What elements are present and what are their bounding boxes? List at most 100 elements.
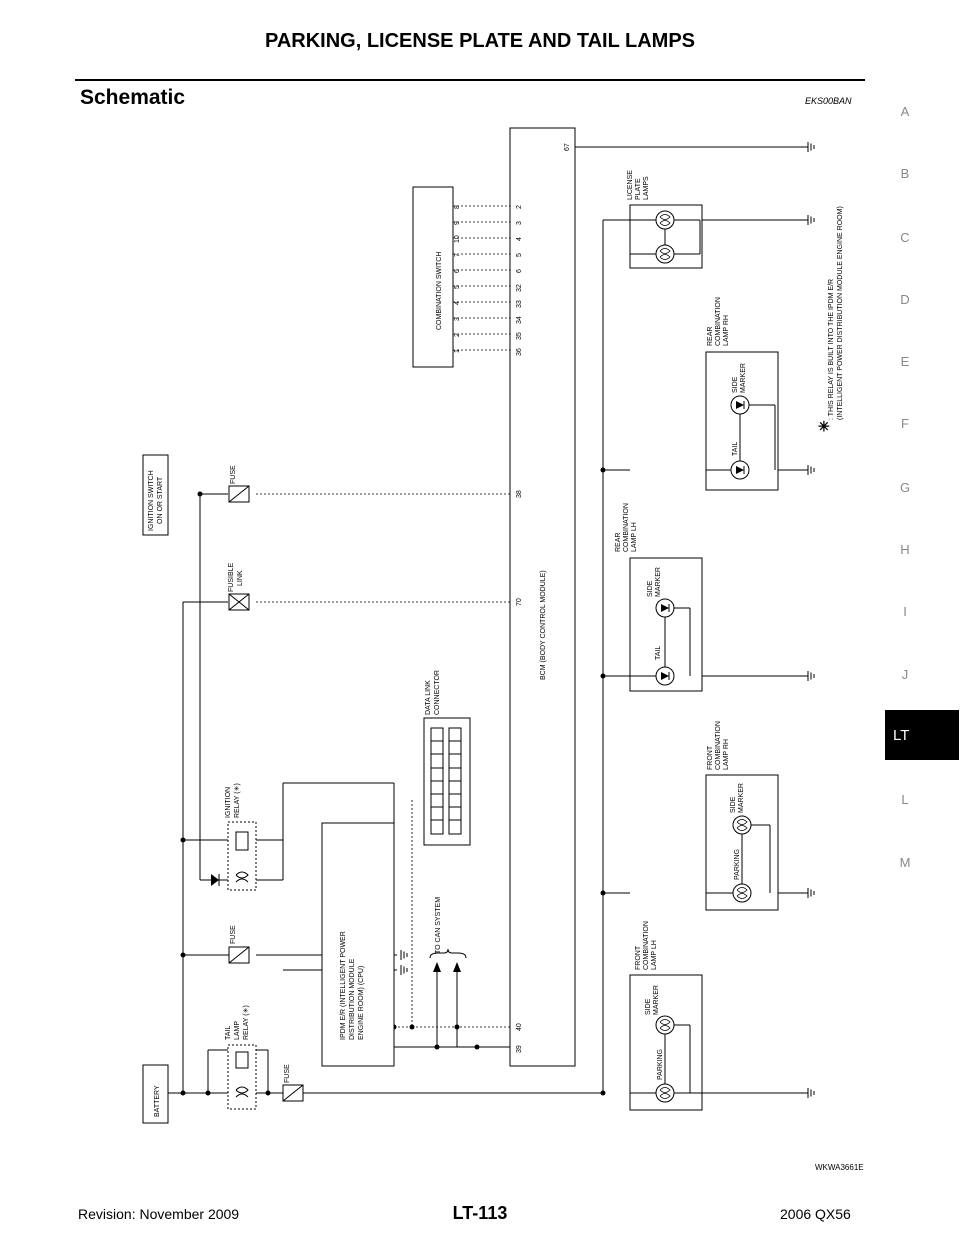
can-arrow-icon (453, 962, 461, 972)
footer-model: 2006 QX56 (780, 1206, 851, 1222)
svg-text:34: 34 (516, 316, 523, 324)
rear-lh-tail: TAIL (655, 646, 662, 660)
front-rh-marker: MARKER (738, 783, 745, 813)
front-lh-label-3: LAMP LH (651, 940, 658, 970)
bcm-pin-40: 40 (516, 1023, 523, 1031)
page-title: PARKING, LICENSE PLATE AND TAIL LAMPS (264, 30, 695, 52)
nav-item-l[interactable]: L (901, 792, 909, 807)
tail-relay-label-1: TAIL (225, 1026, 232, 1040)
svg-text:7: 7 (454, 253, 461, 257)
fusible-link-label-2: LINK (237, 570, 244, 586)
section-code: EKS00BAN (805, 96, 852, 106)
bcm-label: BCM (BODY CONTROL MODULE) (540, 570, 547, 680)
nav-item-i[interactable]: I (903, 604, 907, 619)
front-rh-label-2: COMBINATION (715, 721, 722, 770)
combination-switch-label: COMBINATION SWITCH (436, 252, 443, 330)
nav-item-m[interactable]: M (899, 855, 911, 870)
svg-text:6: 6 (516, 269, 523, 273)
ignition-relay-label-1: IGNITION (225, 787, 232, 818)
svg-text:32: 32 (516, 284, 523, 292)
nav-item-a[interactable]: A (900, 104, 910, 119)
fuse-label-2: FUSE (230, 925, 237, 944)
nav-item-h[interactable]: H (900, 542, 910, 557)
nav-item-lt-active[interactable]: LT (885, 710, 959, 760)
rear-lh-side: SIDE (647, 580, 654, 597)
ignition-switch-label-1: IGNITION SWITCH (148, 470, 155, 531)
footer-revision: Revision: November 2009 (78, 1206, 240, 1222)
fuse-label-3: FUSE (284, 1064, 291, 1083)
ipdm-label-2: DISTRIBUTION MODULE (349, 958, 356, 1040)
front-rh-label-1: FRONT (707, 745, 714, 770)
svg-text:5: 5 (516, 253, 523, 257)
ignition-relay-label-2: RELAY (✳) (233, 783, 241, 818)
footer-page-number: LT-113 (452, 1203, 508, 1223)
ipdm-label-1: IPDM E/R (INTELLIGENT POWER (340, 931, 347, 1040)
section-title: Schematic (80, 86, 186, 109)
battery-box (142, 1064, 169, 1124)
rear-rh-label-3: LAMP RH (723, 315, 730, 346)
nav-item-j[interactable]: J (901, 667, 909, 682)
svg-text:2: 2 (454, 333, 461, 337)
svg-text:35: 35 (516, 332, 523, 340)
data-link-label-2: CONNECTOR (434, 670, 441, 715)
license-label-1: LICENSE (627, 170, 634, 200)
ignition-switch-box (142, 454, 169, 536)
nav-item-d[interactable]: D (900, 292, 910, 307)
fuse-symbols (228, 485, 304, 1102)
data-link-label-1: DATA LINK (425, 680, 432, 715)
rear-rh-marker: MARKER (740, 363, 747, 393)
front-lh-parking: PARKING (657, 1049, 664, 1080)
nav-item-f[interactable]: F (901, 416, 909, 431)
front-lh-side: SIDE (645, 998, 652, 1015)
tail-relay-label-3: RELAY (✳) (242, 1005, 250, 1040)
rear-lh-label-2: COMBINATION (623, 503, 630, 552)
fuse-label-1: FUSE (230, 465, 237, 484)
bcm-pin-70: 70 (516, 598, 523, 606)
can-label: TO CAN SYSTEM (435, 897, 442, 954)
nav-item-g[interactable]: G (899, 480, 911, 495)
svg-text:3: 3 (516, 221, 523, 225)
nav-item-b[interactable]: B (900, 166, 910, 181)
wiring-solid (168, 146, 808, 1094)
ipdm-box (321, 822, 395, 1067)
bcm-pin-67: 67 (564, 143, 571, 151)
nav-item-c[interactable]: C (900, 230, 910, 245)
svg-text:8: 8 (454, 205, 461, 209)
svg-text:36: 36 (516, 348, 523, 356)
svg-text:3: 3 (454, 317, 461, 321)
front-lh-label-2: COMBINATION (643, 921, 650, 970)
combination-switch-box (412, 186, 454, 368)
rear-lh-label-1: REAR (615, 533, 622, 552)
front-rh-side: SIDE (730, 796, 737, 813)
svg-text:4: 4 (454, 301, 461, 305)
ipdm-label-3: ENGINE ROOM) (CPU) (358, 966, 365, 1040)
cs-pin-labels: 1 2 3 4 5 6 7 10 9 8 36 35 34 33 32 6 5 … (454, 205, 523, 356)
nav-item-e[interactable]: E (900, 354, 910, 369)
can-arrow-icon (433, 962, 441, 972)
svg-text:10: 10 (454, 235, 461, 243)
front-lh-marker: MARKER (653, 985, 660, 1015)
svg-text:33: 33 (516, 300, 523, 308)
bcm-pin-39: 39 (516, 1045, 523, 1053)
svg-text:4: 4 (516, 237, 523, 241)
section-index: A B C D E F G H I J (885, 104, 960, 684)
svg-text:9: 9 (454, 221, 461, 225)
rear-lh-label-3: LAMP LH (631, 522, 638, 552)
battery-label: BATTERY (154, 1085, 161, 1117)
diode-icon (211, 874, 219, 886)
tail-relay-label-2: LAMP (234, 1021, 241, 1040)
svg-text:6: 6 (454, 269, 461, 273)
rear-rh-label-1: REAR (707, 327, 714, 346)
figure-code: WKWA3661E (815, 1163, 864, 1172)
license-label-2: PLATE (635, 178, 642, 200)
svg-text:1: 1 (454, 349, 461, 353)
bcm-box (509, 127, 576, 1067)
svg-text:2: 2 (516, 205, 523, 209)
front-rh-label-3: LAMP RH (723, 739, 730, 770)
license-label-3: LAMPS (643, 176, 650, 200)
can-brace (429, 948, 467, 959)
note-line-1: : THIS RELAY IS BUILT INTO THE IPDM E/R (828, 279, 835, 420)
title-rule (75, 79, 865, 81)
fusible-link-label-1: FUSIBLE (228, 562, 235, 592)
note-line-2: (INTELLIGENT POWER DISTRIBUTION MODULE E… (837, 206, 844, 420)
